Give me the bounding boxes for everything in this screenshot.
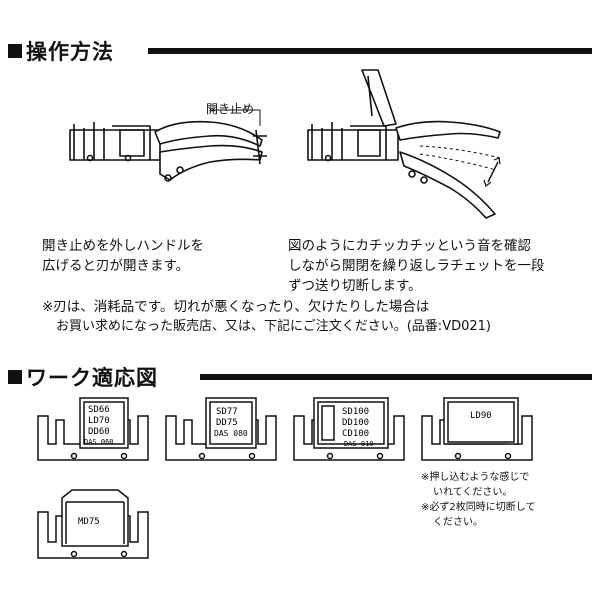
lock-callout-label: 開き止め xyxy=(206,102,255,116)
work-label: DD60 xyxy=(88,427,110,437)
work-label: SD66 xyxy=(88,405,110,415)
work-label: DAS 010 xyxy=(344,440,374,448)
step1-line-1: 開き止めを外しハンドルを xyxy=(42,238,204,254)
work-label: DAS 080 xyxy=(214,429,248,438)
section-header-work-fit: ワーク適応図 xyxy=(8,362,158,392)
tool-illustration-open xyxy=(307,69,501,219)
section-title-work-fit: ワーク適応図 xyxy=(26,366,158,390)
notice-line-2: お買い求めになった販売店、又は、下記にご注文ください。(品番:VD021) xyxy=(56,319,491,334)
work-note-2: いれてください。 xyxy=(433,487,513,498)
work-fit-diagram-2: SD77 DD75 DAS 080 xyxy=(165,397,277,461)
work-label: DD75 xyxy=(216,418,238,428)
step2-line-3: ずつ送り切断します。 xyxy=(288,278,422,294)
work-label: LD90 xyxy=(470,411,492,421)
section-marker xyxy=(8,370,22,384)
work-label: LD70 xyxy=(88,416,110,426)
section-header-operation: 操作方法 xyxy=(8,36,114,66)
work-label: SD100 xyxy=(342,407,369,417)
work-label: DD100 xyxy=(342,418,369,428)
work-note-1: ※押し込むような感じで xyxy=(421,472,530,483)
section-marker xyxy=(8,44,22,58)
work-label: DAS 060 xyxy=(84,438,114,446)
work-label: MD75 xyxy=(78,517,100,527)
step2-line-1: 図のようにカチッカチッという音を確認 xyxy=(288,238,531,254)
step2-line-2: しながら開閉を繰り返しラチェットを一段 xyxy=(288,258,545,274)
tool-illustration-closed xyxy=(69,109,267,182)
work-fit-diagram-3: SD100 DD100 CD100 DAS 010 xyxy=(293,397,405,461)
notice-line-1: ※刃は、消耗品です。切れが悪くなったり、欠けたりした場合は xyxy=(42,299,430,315)
work-label: CD100 xyxy=(342,429,369,439)
work-note-3: ※必ず2枚同時に切断して xyxy=(421,502,536,513)
work-fit-diagram-1: SD66 LD70 DD60 DAS 060 xyxy=(37,397,149,461)
work-label: SD77 xyxy=(216,407,238,417)
section-title-operation: 操作方法 xyxy=(26,40,114,64)
work-fit-diagram-4: LD90 xyxy=(421,397,533,461)
work-note-4: ください。 xyxy=(433,517,483,528)
step1-line-2: 広げると刃が開きます。 xyxy=(42,258,190,274)
work-fit-diagram-5: MD75 xyxy=(37,489,149,559)
